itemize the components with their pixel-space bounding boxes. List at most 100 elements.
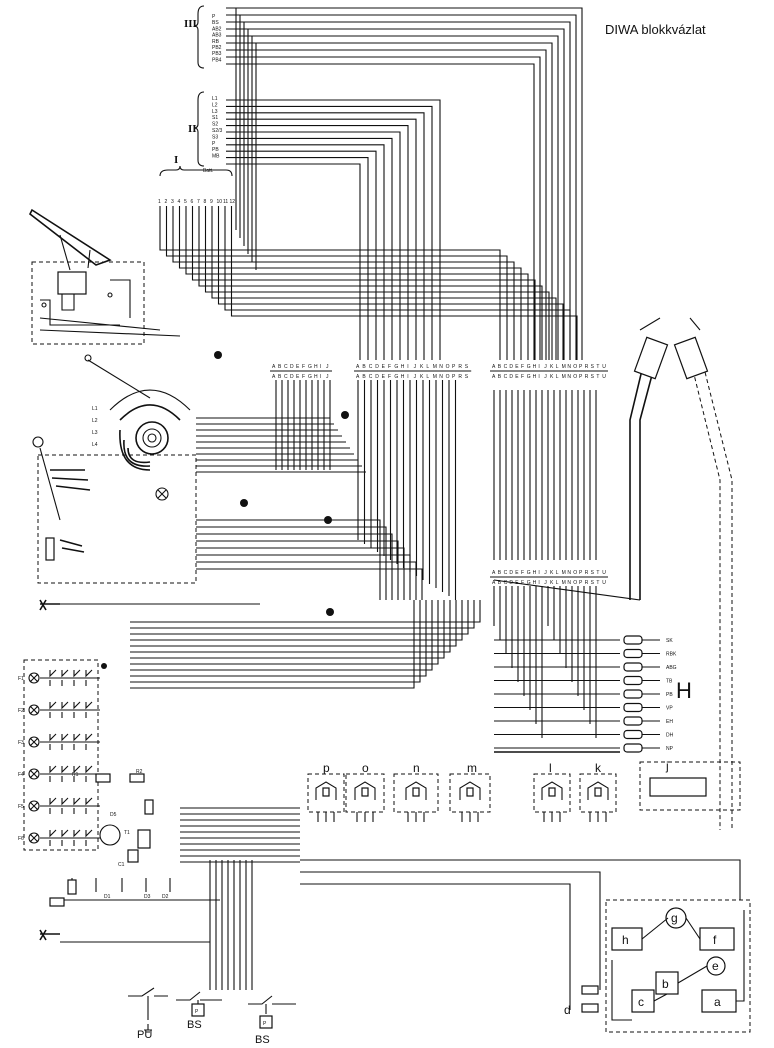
- connector-letter: F: [302, 374, 305, 380]
- connector-letter: R: [585, 570, 589, 576]
- pin-label: 6: [191, 199, 194, 205]
- terminal-dots: [101, 351, 349, 669]
- connector-letter: O: [573, 570, 577, 576]
- connector-letter: I: [320, 364, 321, 370]
- switch-label: F1: [18, 676, 24, 682]
- relay-module-label: o: [362, 761, 369, 775]
- switch-label: F6: [18, 836, 24, 842]
- connector-letter: N: [567, 570, 571, 576]
- connector-letter: P: [579, 374, 583, 380]
- connector-letter: A: [492, 570, 496, 576]
- pin-label: BS: [212, 20, 219, 26]
- connector-letter: F: [521, 580, 524, 586]
- connector-letter: S: [591, 364, 595, 370]
- connector-letter: I: [538, 580, 539, 586]
- group-ii-bracket: [193, 91, 205, 167]
- pin-label: RB: [212, 39, 220, 45]
- connector-letter: B: [498, 364, 502, 370]
- pin-label: PB3: [212, 51, 222, 57]
- connector-letter: F: [521, 570, 524, 576]
- switch-label: F2: [18, 708, 24, 714]
- ground-symbol-lower: [39, 929, 60, 941]
- connector-letter: P: [579, 570, 583, 576]
- svg-text:D5: D5: [110, 812, 117, 818]
- connector-letter: T: [596, 374, 599, 380]
- pin-label: 9: [210, 199, 213, 205]
- connector-letter: J: [326, 374, 329, 380]
- lamp-output-label: ABG: [666, 665, 677, 671]
- connector-letter: D: [290, 364, 294, 370]
- pin-label: P: [212, 14, 216, 20]
- group-iii-bracket: [193, 5, 205, 69]
- connector-letter: L: [556, 570, 559, 576]
- svg-text:R2: R2: [136, 769, 143, 775]
- connector-letter: H: [533, 580, 537, 586]
- connector-letter: J: [544, 580, 547, 586]
- connector-letter: K: [550, 570, 554, 576]
- pin-label: MB: [212, 154, 220, 160]
- connector-letter: G: [394, 364, 398, 370]
- svg-text:R1: R1: [72, 772, 79, 778]
- connector-letter: I: [538, 364, 539, 370]
- relay-module-label: m: [467, 761, 477, 775]
- switch-label: F3: [18, 740, 24, 746]
- connector-letter: H: [401, 374, 405, 380]
- connector-letter: L: [556, 580, 559, 586]
- connector-letter: A: [272, 364, 276, 370]
- connector-letter: D: [375, 374, 379, 380]
- connector-letter: O: [446, 364, 450, 370]
- connector-letter: G: [527, 374, 531, 380]
- connector-letter: C: [504, 580, 508, 586]
- connector-letter: T: [596, 580, 599, 586]
- switch-label: F5: [18, 804, 24, 810]
- connector-letter: J: [414, 364, 417, 370]
- connector-letter: S: [591, 570, 595, 576]
- bottom-label-pu: PU: [137, 1029, 152, 1041]
- connector-letter: R: [585, 374, 589, 380]
- svg-text:L3: L3: [92, 430, 98, 436]
- connector-letter: K: [550, 580, 554, 586]
- pin-label: 12: [230, 199, 236, 205]
- connector-letter: E: [515, 374, 519, 380]
- connector-letter: K: [420, 374, 424, 380]
- module-h-label: h: [622, 933, 629, 947]
- connector-letter: R: [585, 364, 589, 370]
- main-wire-harness: [44, 7, 741, 1010]
- connector-letter: K: [550, 364, 554, 370]
- connector-letter: N: [567, 374, 571, 380]
- bottom-label-bs-2: BS: [255, 1034, 270, 1046]
- svg-text:D3: D3: [144, 894, 151, 900]
- module-c-label: c: [638, 995, 644, 1009]
- batt-label: Batt.: [203, 168, 213, 174]
- module-e-label: e: [712, 959, 719, 973]
- connector-letter: E: [382, 374, 386, 380]
- connector-letter: U: [602, 580, 606, 586]
- connector-letter: L: [556, 374, 559, 380]
- connector-letter: S: [591, 580, 595, 586]
- connector-letter: M: [433, 364, 437, 370]
- connector-letter: A: [356, 374, 360, 380]
- pin-label: 4: [178, 199, 181, 205]
- connector-letter: M: [562, 570, 566, 576]
- lamp-output-label: SK: [666, 638, 673, 644]
- pin-label: AB2: [212, 26, 222, 32]
- connector-letter: D: [375, 364, 379, 370]
- connector-letter: A: [492, 374, 496, 380]
- connector-letter: K: [550, 374, 554, 380]
- module-d-label: d: [564, 1003, 571, 1017]
- connector-letter: G: [527, 364, 531, 370]
- connector-letter: C: [369, 374, 373, 380]
- connector-letter: C: [504, 570, 508, 576]
- connector-letter: U: [602, 570, 606, 576]
- pin-label: 3: [171, 199, 174, 205]
- connector-letter: G: [527, 580, 531, 586]
- pin-label: 2: [165, 199, 168, 205]
- lamp-output-label: DH: [666, 733, 674, 739]
- pin-label: L3: [212, 109, 218, 115]
- connector-letter: U: [602, 364, 606, 370]
- connector-letter: B: [278, 374, 282, 380]
- connector-letter: J: [414, 374, 417, 380]
- connector-letter: G: [308, 364, 312, 370]
